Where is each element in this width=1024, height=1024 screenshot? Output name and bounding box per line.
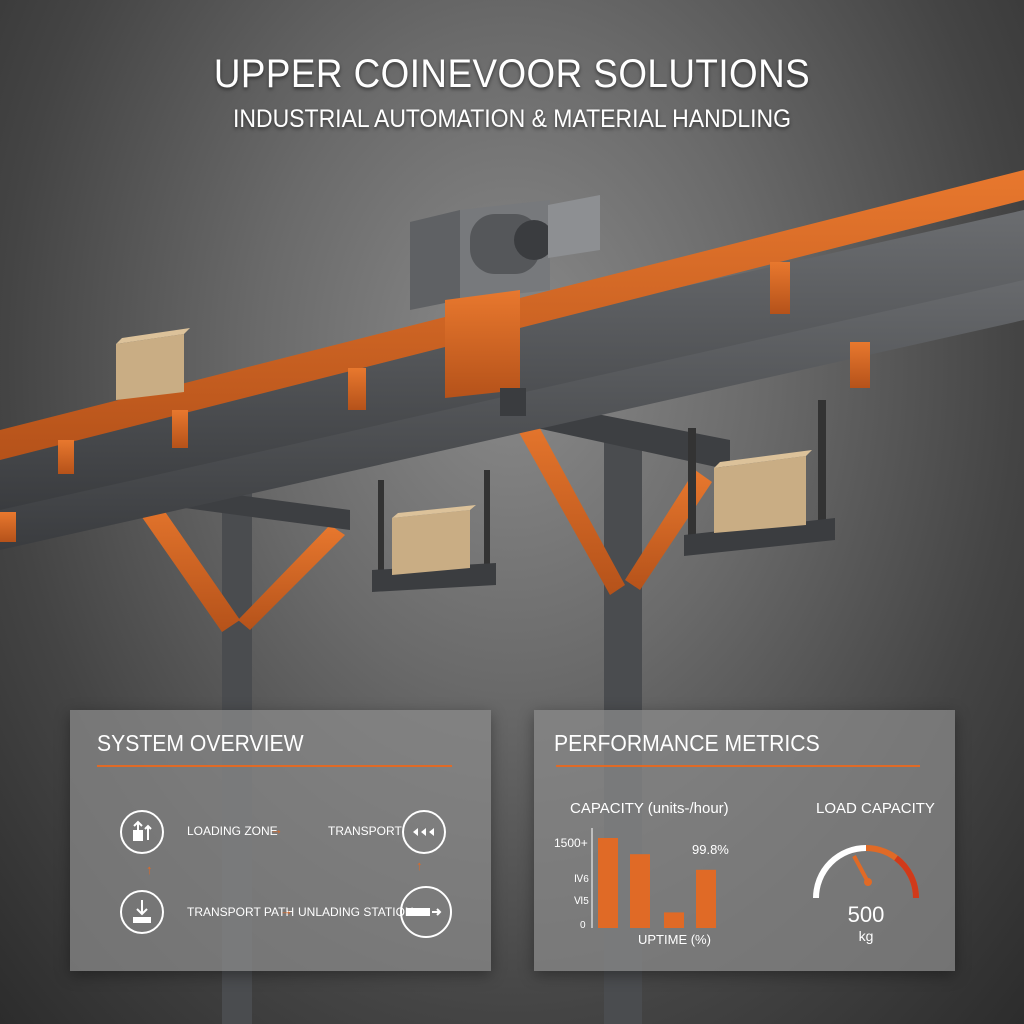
carriage-right bbox=[684, 400, 835, 556]
tick-label: 0 bbox=[580, 920, 586, 931]
bar-1 bbox=[598, 838, 618, 928]
unlading-station-label: UNLADING STATION bbox=[298, 905, 414, 919]
arrow-up-icon-2: ↑ bbox=[416, 858, 423, 873]
transport-label: TRANSPORT bbox=[328, 824, 402, 838]
loading-zone-label: LOADING ZONE bbox=[187, 824, 278, 838]
carriage-left bbox=[372, 470, 496, 592]
loading-icon bbox=[120, 810, 164, 854]
page-subtitle: INDUSTRIAL AUTOMATION & MATERIAL HANDLIN… bbox=[232, 105, 792, 133]
rail-box bbox=[116, 328, 190, 400]
arrow-up-icon: ↑ bbox=[146, 862, 153, 877]
uptime-label: UPTIME (%) bbox=[638, 932, 711, 947]
load-capacity-label: LOAD CAPACITY bbox=[816, 800, 935, 817]
overview-divider bbox=[97, 765, 452, 767]
unloading-icon bbox=[120, 890, 164, 934]
bar-2 bbox=[630, 854, 650, 928]
load-unit: kg bbox=[858, 928, 874, 944]
arrow-right-icon-2: → bbox=[280, 903, 293, 918]
mount-block bbox=[445, 290, 520, 398]
bar-4 bbox=[696, 869, 716, 928]
capacity-label: CAPACITY (units-/hour) bbox=[570, 800, 729, 817]
station-icon bbox=[400, 886, 452, 938]
load-value: 500 bbox=[847, 902, 885, 927]
tick-label: Ⅵ5 bbox=[574, 896, 589, 907]
header: UPPER COINEVOOR SOLUTIONS INDUSTRIAL AUT… bbox=[0, 52, 1024, 134]
tick-label: Ⅳ6 bbox=[574, 874, 589, 885]
capacity-bar-chart bbox=[591, 828, 716, 928]
overview-title: SYSTEM OVERVIEW bbox=[97, 730, 304, 756]
transport-icon bbox=[402, 810, 446, 854]
transport-path-label: TRANSPORT PATH bbox=[187, 905, 295, 919]
arrow-right-icon: → bbox=[270, 822, 283, 837]
metrics-title: PERFORMANCE METRICS bbox=[554, 730, 820, 756]
rail-hangers bbox=[0, 262, 870, 542]
gauge-needle bbox=[852, 855, 870, 883]
system-overview-panel: SYSTEM OVERVIEW LOADING ZONE → TRANSPORT… bbox=[70, 710, 491, 971]
metrics-divider bbox=[556, 765, 920, 767]
drive-motor bbox=[410, 195, 600, 310]
tick-label: 1500+ bbox=[554, 836, 588, 850]
page-title: UPPER COINEVOOR SOLUTIONS bbox=[213, 52, 811, 96]
diagonal-braces bbox=[130, 410, 712, 632]
bar-3 bbox=[664, 912, 684, 928]
performance-metrics-panel: PERFORMANCE METRICS CAPACITY (units-/hou… bbox=[534, 710, 955, 971]
load-gauge bbox=[813, 845, 919, 899]
uptime-value: 99.8% bbox=[692, 842, 729, 857]
